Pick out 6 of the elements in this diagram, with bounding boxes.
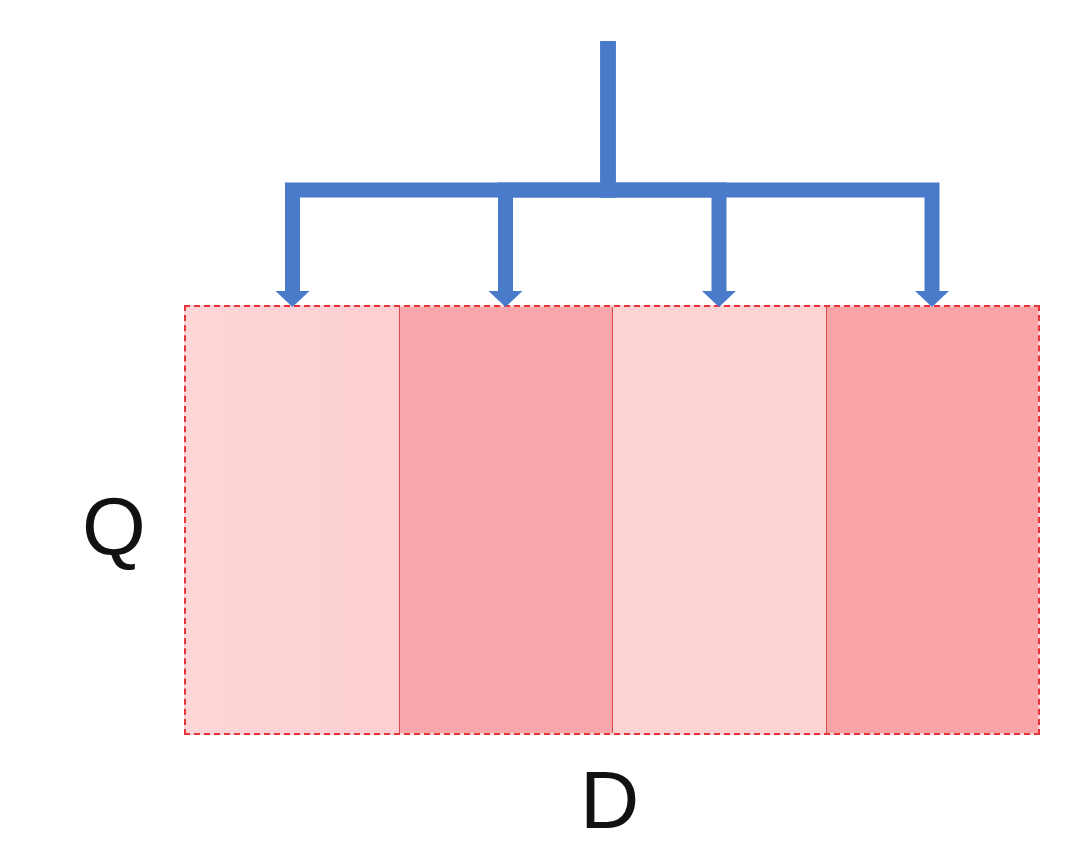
arrow — [600, 41, 949, 307]
dimension-label: D — [580, 759, 640, 841]
matrix-column — [826, 307, 1038, 733]
dashed-matrix — [184, 305, 1040, 735]
dimension-label: Q — [82, 486, 146, 568]
matrix-column — [399, 307, 612, 733]
